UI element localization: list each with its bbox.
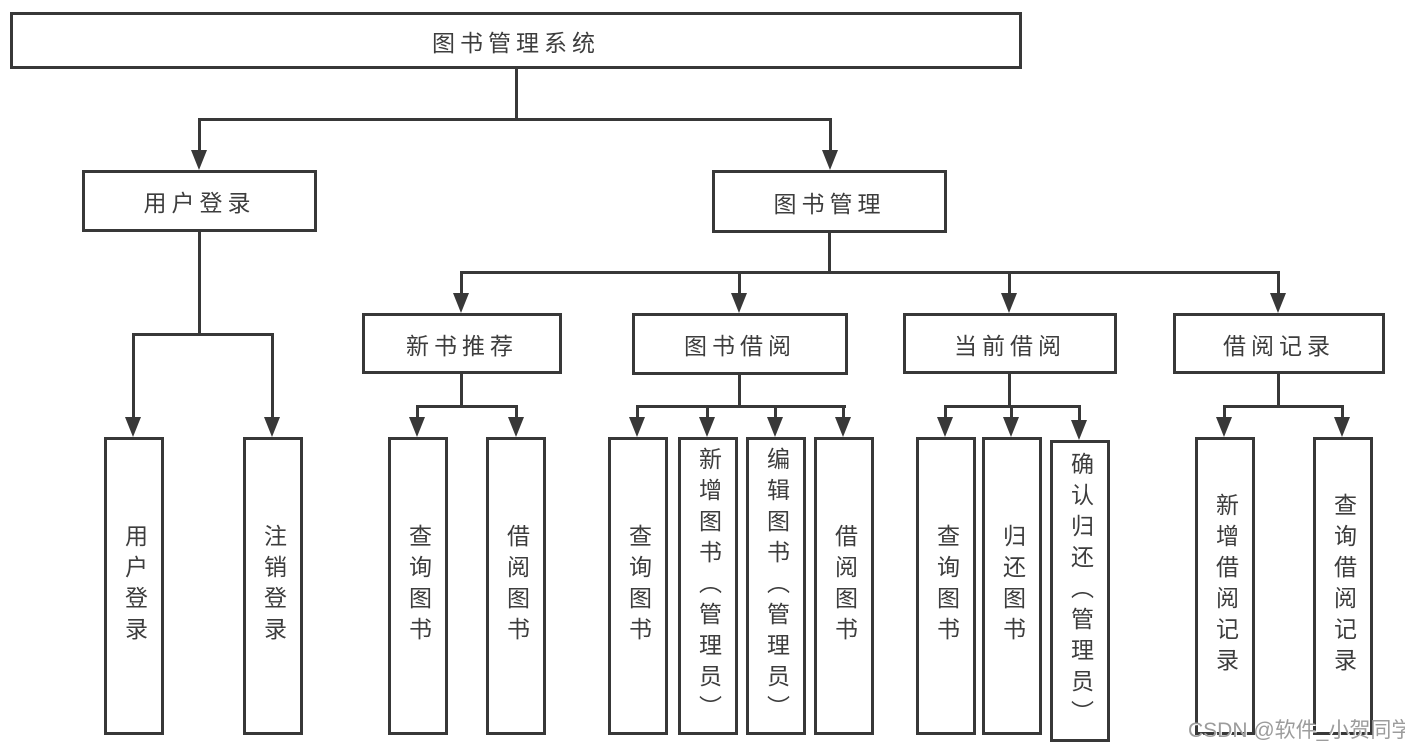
arrow-down-icon bbox=[1071, 420, 1087, 440]
leaf-borrow-query-books-label: 查询图书 bbox=[625, 524, 652, 648]
leaf-return-books-label: 归还图书 bbox=[999, 524, 1026, 648]
connector-line bbox=[460, 271, 463, 297]
leaf-recommend-query-books-label: 查询图书 bbox=[405, 524, 432, 648]
connector-line bbox=[636, 405, 639, 421]
leaf-recommend-borrow-books: 借阅图书 bbox=[486, 437, 546, 735]
connector-line bbox=[132, 333, 274, 336]
connector-line bbox=[1277, 271, 1280, 297]
arrow-down-icon bbox=[629, 417, 645, 437]
leaf-borrow-query-books: 查询图书 bbox=[608, 437, 668, 735]
node-borrow-records: 借阅记录 bbox=[1173, 313, 1385, 374]
connector-line bbox=[774, 405, 777, 421]
connector-line bbox=[460, 271, 1280, 274]
connector-line bbox=[515, 68, 518, 120]
arrow-down-icon bbox=[822, 150, 838, 170]
arrow-down-icon bbox=[835, 417, 851, 437]
connector-line bbox=[1078, 405, 1081, 424]
node-borrow-records-label: 借阅记录 bbox=[1223, 332, 1335, 359]
node-current-borrow-label: 当前借阅 bbox=[954, 332, 1066, 359]
arrow-down-icon bbox=[1003, 417, 1019, 437]
watermark: CSDN @软件_小贺同学 bbox=[1188, 719, 1405, 742]
arrow-down-icon bbox=[1270, 293, 1286, 313]
node-root: 图书管理系统 bbox=[10, 12, 1022, 69]
leaf-query-borrow-record: 查询借阅记录 bbox=[1313, 437, 1373, 735]
leaf-confirm-return-admin: 确认归还（管理员） bbox=[1050, 440, 1110, 742]
connector-line bbox=[1010, 405, 1013, 421]
arrow-down-icon bbox=[125, 417, 141, 437]
connector-line bbox=[1277, 374, 1280, 408]
arrow-down-icon bbox=[191, 150, 207, 170]
leaf-current-query-books: 查询图书 bbox=[916, 437, 976, 735]
arrow-down-icon bbox=[731, 293, 747, 313]
leaf-recommend-borrow-books-label: 借阅图书 bbox=[503, 524, 530, 648]
connector-line bbox=[1223, 405, 1226, 421]
arrow-down-icon bbox=[409, 417, 425, 437]
connector-line bbox=[828, 233, 831, 274]
node-current-borrow: 当前借阅 bbox=[903, 313, 1117, 374]
arrow-down-icon bbox=[1001, 293, 1017, 313]
connector-line bbox=[636, 405, 846, 408]
arrow-down-icon bbox=[699, 417, 715, 437]
connector-line bbox=[460, 374, 463, 408]
arrow-down-icon bbox=[264, 417, 280, 437]
leaf-edit-books-admin: 编辑图书（管理员） bbox=[746, 437, 806, 735]
node-user-login: 用户登录 bbox=[82, 170, 317, 232]
node-new-book-recommend: 新书推荐 bbox=[362, 313, 562, 374]
node-book-borrow-label: 图书借阅 bbox=[684, 333, 796, 359]
leaf-current-query-books-label: 查询图书 bbox=[933, 524, 960, 648]
leaf-query-borrow-record-label: 查询借阅记录 bbox=[1330, 493, 1357, 679]
leaf-recommend-query-books: 查询图书 bbox=[388, 437, 448, 735]
node-book-management: 图书管理 bbox=[712, 170, 947, 233]
arrow-down-icon bbox=[767, 417, 783, 437]
connector-line bbox=[416, 405, 419, 421]
arrow-down-icon bbox=[937, 417, 953, 437]
node-root-label: 图书管理系统 bbox=[432, 29, 600, 56]
leaf-borrow-books: 借阅图书 bbox=[814, 437, 874, 735]
arrow-down-icon bbox=[1334, 417, 1350, 437]
leaf-add-books-admin-label: 新增图书（管理员） bbox=[695, 446, 722, 726]
node-book-borrow: 图书借阅 bbox=[632, 313, 848, 375]
connector-line bbox=[1008, 374, 1011, 408]
arrow-down-icon bbox=[508, 417, 524, 437]
leaf-return-books: 归还图书 bbox=[982, 437, 1042, 735]
leaf-add-books-admin: 新增图书（管理员） bbox=[678, 437, 738, 735]
leaf-add-borrow-record: 新增借阅记录 bbox=[1195, 437, 1255, 735]
arrow-down-icon bbox=[1216, 417, 1232, 437]
connector-line bbox=[1223, 405, 1344, 408]
leaf-confirm-return-admin-label: 确认归还（管理员） bbox=[1067, 451, 1094, 731]
leaf-user-login: 用户登录 bbox=[104, 437, 164, 735]
node-new-book-recommend-label: 新书推荐 bbox=[406, 332, 518, 359]
arrow-down-icon bbox=[453, 293, 469, 313]
connector-line bbox=[416, 405, 518, 408]
connector-line bbox=[944, 405, 947, 421]
connector-line bbox=[1008, 271, 1011, 297]
node-user-login-label: 用户登录 bbox=[143, 190, 256, 216]
connector-line bbox=[738, 375, 741, 408]
leaf-logout: 注销登录 bbox=[243, 437, 303, 735]
node-book-management-label: 图书管理 bbox=[773, 190, 886, 217]
connector-line bbox=[738, 271, 741, 297]
leaf-borrow-books-label: 借阅图书 bbox=[831, 524, 858, 648]
connector-line bbox=[706, 405, 709, 421]
connector-line bbox=[515, 405, 518, 421]
connector-line bbox=[1341, 405, 1344, 421]
connector-line bbox=[842, 405, 845, 421]
connector-line bbox=[132, 333, 135, 421]
connector-line bbox=[829, 118, 832, 154]
connector-line bbox=[198, 118, 201, 154]
connector-line bbox=[198, 118, 832, 121]
connector-line bbox=[271, 333, 274, 421]
connector-line bbox=[198, 232, 201, 336]
leaf-logout-label: 注销登录 bbox=[260, 524, 287, 648]
leaf-add-borrow-record-label: 新增借阅记录 bbox=[1212, 493, 1239, 679]
leaf-edit-books-admin-label: 编辑图书（管理员） bbox=[763, 446, 790, 726]
leaf-user-login-label: 用户登录 bbox=[121, 524, 148, 648]
